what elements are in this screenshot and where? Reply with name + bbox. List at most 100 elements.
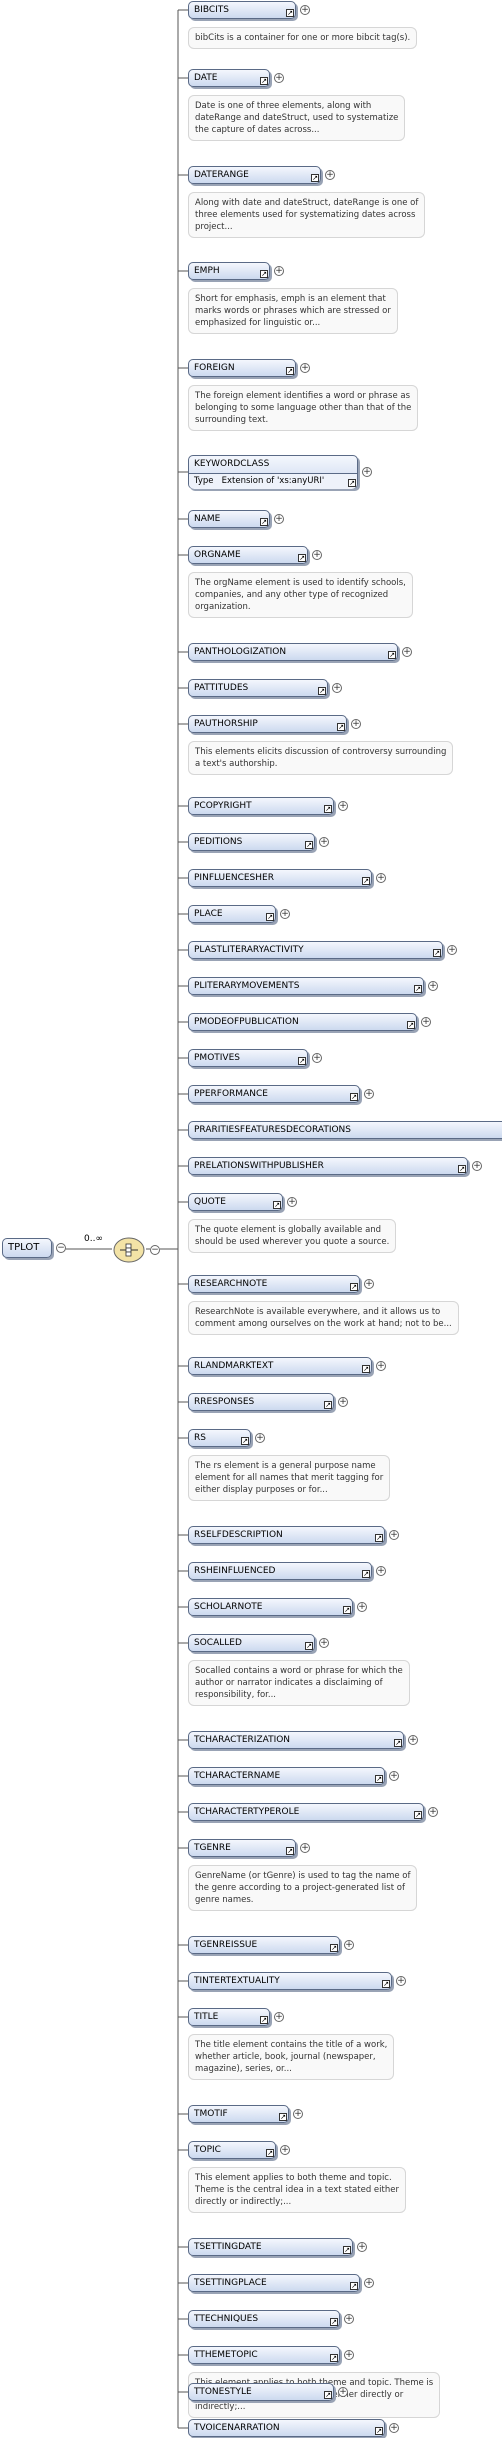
element-pmotives[interactable]: PMOTIVES↗ bbox=[188, 1049, 308, 1067]
sequence-collapse-icon[interactable]: − bbox=[150, 1245, 160, 1255]
expand-icon[interactable]: + bbox=[293, 2109, 303, 2119]
element-pperformance[interactable]: PPERFORMANCE↗ bbox=[188, 1085, 360, 1103]
expand-icon[interactable]: + bbox=[428, 981, 438, 991]
element-rsheinfluenced[interactable]: RSHEINFLUENCED↗ bbox=[188, 1562, 372, 1580]
element-tcharactertyperole[interactable]: TCHARACTERTYPEROLE↗ bbox=[188, 1803, 424, 1821]
expand-icon[interactable]: + bbox=[389, 1771, 399, 1781]
expand-icon[interactable]: + bbox=[319, 1638, 329, 1648]
element-foreign[interactable]: FOREIGN↗ bbox=[188, 359, 296, 377]
expand-icon[interactable]: + bbox=[389, 1530, 399, 1540]
expand-icon[interactable]: + bbox=[472, 1161, 482, 1171]
expand-icon[interactable]: + bbox=[274, 514, 284, 524]
expand-icon[interactable]: + bbox=[376, 1566, 386, 1576]
expand-icon[interactable]: + bbox=[421, 1017, 431, 1027]
expand-icon[interactable]: + bbox=[357, 2242, 367, 2252]
element-tcharactername[interactable]: TCHARACTERNAME↗ bbox=[188, 1767, 385, 1785]
expand-icon[interactable]: + bbox=[396, 1976, 406, 1986]
element-pcopyright[interactable]: PCOPYRIGHT↗ bbox=[188, 797, 334, 815]
element-scholarnote[interactable]: SCHOLARNOTE↗ bbox=[188, 1598, 353, 1616]
element-tgenreissue[interactable]: TGENREISSUE↗ bbox=[188, 1936, 340, 1954]
expand-icon[interactable]: + bbox=[344, 2314, 354, 2324]
element-ttechniques[interactable]: TTECHNIQUES↗ bbox=[188, 2310, 340, 2328]
expand-icon[interactable]: + bbox=[338, 2387, 348, 2397]
element-ttonestyle[interactable]: TTONESTYLE↗ bbox=[188, 2383, 334, 2401]
element-panthologization[interactable]: PANTHOLOGIZATION↗ bbox=[188, 643, 398, 661]
expand-icon[interactable]: + bbox=[376, 1361, 386, 1371]
element-pmodeofpublication[interactable]: PMODEOFPUBLICATION↗ bbox=[188, 1013, 417, 1031]
element-tsettingdate[interactable]: TSETTINGDATE↗ bbox=[188, 2238, 353, 2256]
element-peditions[interactable]: PEDITIONS↗ bbox=[188, 833, 315, 851]
element-label: PLITERARYMOVEMENTS bbox=[194, 981, 300, 991]
element-label: PCOPYRIGHT bbox=[194, 801, 252, 811]
root-element-tplot[interactable]: TPLOT bbox=[2, 1238, 52, 1258]
expand-icon[interactable]: + bbox=[344, 2350, 354, 2360]
element-rselfdescription[interactable]: RSELFDESCRIPTION↗ bbox=[188, 1526, 385, 1544]
expand-icon[interactable]: + bbox=[274, 73, 284, 83]
expand-icon[interactable]: + bbox=[344, 1940, 354, 1950]
sequence-compositor-icon[interactable] bbox=[112, 1236, 146, 1264]
expand-icon[interactable]: + bbox=[376, 873, 386, 883]
element-rs[interactable]: RS↗ bbox=[188, 1429, 251, 1447]
element-pauthorship[interactable]: PAUTHORSHIP↗ bbox=[188, 715, 347, 733]
expand-icon[interactable]: + bbox=[428, 1807, 438, 1817]
element-pinfluencesher[interactable]: PINFLUENCESHER↗ bbox=[188, 869, 372, 887]
expand-icon[interactable]: + bbox=[325, 170, 335, 180]
element-rlandmarktext[interactable]: RLANDMARKTEXT↗ bbox=[188, 1357, 372, 1375]
expand-icon[interactable]: + bbox=[274, 2012, 284, 2022]
expand-icon[interactable]: + bbox=[402, 647, 412, 657]
element-quote[interactable]: QUOTE↗ bbox=[188, 1193, 283, 1211]
root-expand-icon[interactable]: − bbox=[56, 1243, 66, 1253]
element-pliterarymovements[interactable]: PLITERARYMOVEMENTS↗ bbox=[188, 977, 424, 995]
element-keywordclass[interactable]: KEYWORDCLASS Type Extension of 'xs:anyUR… bbox=[188, 455, 358, 489]
element-label: TTECHNIQUES bbox=[194, 2314, 259, 2324]
expand-icon[interactable]: + bbox=[300, 363, 310, 373]
expand-icon[interactable]: + bbox=[332, 683, 342, 693]
element-prelationswithpublisher[interactable]: PRELATIONSWITHPUBLISHER↗ bbox=[188, 1157, 468, 1175]
element-topic[interactable]: TOPIC↗ bbox=[188, 2141, 276, 2159]
expand-icon[interactable]: + bbox=[357, 1602, 367, 1612]
element-socalled[interactable]: SOCALLED↗ bbox=[188, 1634, 315, 1652]
expand-icon[interactable]: + bbox=[255, 1433, 265, 1443]
element-tintertextuality[interactable]: TINTERTEXTUALITY↗ bbox=[188, 1972, 392, 1990]
element-tmotif[interactable]: TMOTIF↗ bbox=[188, 2105, 289, 2123]
element-place[interactable]: PLACE↗ bbox=[188, 905, 276, 923]
expand-icon[interactable]: + bbox=[319, 837, 329, 847]
element-name[interactable]: NAME↗ bbox=[188, 510, 270, 528]
expand-icon[interactable]: + bbox=[447, 945, 457, 955]
expand-icon[interactable]: + bbox=[338, 801, 348, 811]
keywordclass-expand-icon[interactable]: + bbox=[362, 467, 372, 477]
expand-icon[interactable]: + bbox=[280, 2145, 290, 2155]
expand-icon[interactable]: + bbox=[364, 1089, 374, 1099]
element-praritiesfeaturesdecorations[interactable]: PRARITIESFEATURESDECORATIONS↗ bbox=[188, 1121, 502, 1139]
element-tcharacterization[interactable]: TCHARACTERIZATION↗ bbox=[188, 1731, 404, 1749]
element-date[interactable]: DATE↗ bbox=[188, 69, 270, 87]
expand-icon[interactable]: + bbox=[408, 1735, 418, 1745]
expand-icon[interactable]: + bbox=[338, 1397, 348, 1407]
element-pattitudes[interactable]: PATTITUDES↗ bbox=[188, 679, 328, 697]
expand-icon[interactable]: + bbox=[274, 266, 284, 276]
expand-icon[interactable]: + bbox=[280, 909, 290, 919]
element-emph[interactable]: EMPH↗ bbox=[188, 262, 270, 280]
expand-icon[interactable]: + bbox=[312, 550, 322, 560]
element-label: NAME bbox=[194, 514, 221, 524]
expand-icon[interactable]: + bbox=[364, 2278, 374, 2288]
element-orgname[interactable]: ORGNAME↗ bbox=[188, 546, 308, 564]
element-description: The rs element is a general purpose name… bbox=[188, 1455, 391, 1501]
element-tsettingplace[interactable]: TSETTINGPLACE↗ bbox=[188, 2274, 360, 2292]
expand-icon[interactable]: + bbox=[364, 1279, 374, 1289]
element-tgenre[interactable]: TGENRE↗ bbox=[188, 1839, 296, 1857]
element-title[interactable]: TITLE↗ bbox=[188, 2008, 270, 2026]
expand-icon[interactable]: + bbox=[312, 1053, 322, 1063]
element-researchnote[interactable]: RESEARCHNOTE↗ bbox=[188, 1275, 360, 1293]
expand-icon[interactable]: + bbox=[300, 5, 310, 15]
expand-icon[interactable]: + bbox=[300, 1843, 310, 1853]
element-rresponses[interactable]: RRESPONSES↗ bbox=[188, 1393, 334, 1411]
element-plastliteraryactivity[interactable]: PLASTLITERARYACTIVITY↗ bbox=[188, 941, 443, 959]
expand-icon[interactable]: + bbox=[287, 1197, 297, 1207]
expand-icon[interactable]: + bbox=[351, 719, 361, 729]
element-daterange[interactable]: DATERANGE↗ bbox=[188, 166, 321, 184]
element-tvoicenarration[interactable]: TVOICENARRATION↗ bbox=[188, 2419, 385, 2437]
expand-icon[interactable]: + bbox=[389, 2423, 399, 2433]
element-bibcits[interactable]: BIBCITS↗ bbox=[188, 1, 296, 19]
element-tthemetopic[interactable]: TTHEMETOPIC↗ bbox=[188, 2346, 340, 2364]
